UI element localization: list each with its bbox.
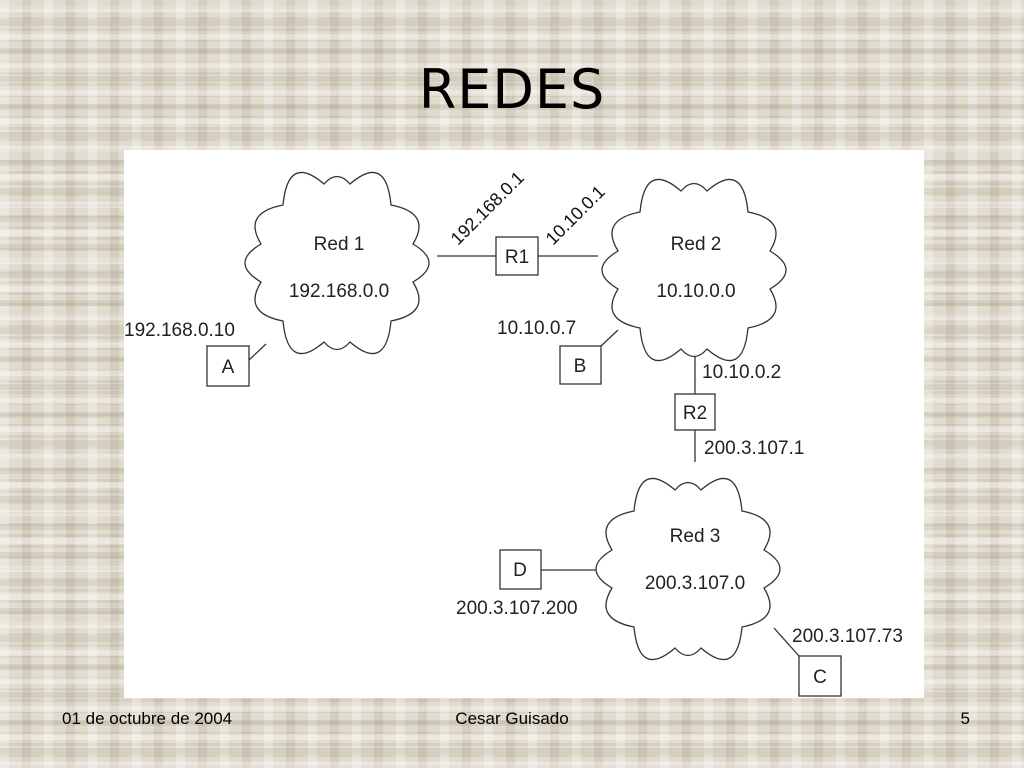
link-red2-host-b (600, 329, 619, 347)
slide-title: REDES (418, 58, 606, 121)
host-c: C 200.3.107.73 (792, 626, 903, 697)
diagram-canvas: Red 1 192.168.0.0 Red 2 10.10.0.0 Red 3 … (124, 167, 903, 697)
host-d: D 200.3.107.200 (456, 549, 578, 619)
link-red3-host-c (773, 627, 800, 657)
red-1-name: Red 1 (314, 234, 365, 255)
r2-interface-red2-ip: 10.10.0.2 (702, 362, 781, 383)
footer-author: Cesar Guisado (455, 709, 569, 728)
host-b: B 10.10.0.7 (497, 318, 602, 385)
red-3-address: 200.3.107.0 (645, 573, 745, 594)
cloud-red-3: Red 3 200.3.107.0 (595, 477, 781, 661)
red-3-name: Red 3 (670, 526, 721, 547)
router-r1-label: R1 (505, 247, 529, 268)
host-c-label: C (813, 667, 827, 688)
red-2-address: 10.10.0.0 (656, 281, 735, 302)
red-1-address: 192.168.0.0 (289, 281, 389, 302)
host-d-ip: 200.3.107.200 (456, 598, 578, 619)
footer-date: 01 de octubre de 2004 (62, 709, 233, 728)
host-a-ip: 192.168.0.10 (124, 320, 235, 341)
host-d-label: D (513, 560, 527, 581)
r1-interface-red2-ip: 10.10.0.1 (542, 182, 609, 249)
host-b-label: B (574, 356, 587, 377)
host-a: A 192.168.0.10 (124, 320, 250, 387)
host-a-label: A (222, 357, 235, 378)
cloud-red-1: Red 1 192.168.0.0 (244, 171, 430, 355)
cloud-red-2: Red 2 10.10.0.0 (601, 178, 787, 362)
router-r1: R1 (495, 236, 539, 276)
host-c-ip: 200.3.107.73 (792, 626, 903, 647)
network-diagram: Red 1 192.168.0.0 Red 2 10.10.0.0 Red 3 … (124, 150, 924, 698)
footer-page-number: 5 (960, 709, 970, 728)
router-r2: R2 (674, 393, 716, 431)
router-r2-label: R2 (683, 403, 707, 424)
link-red1-host-a (248, 343, 267, 361)
r2-interface-red3-ip: 200.3.107.1 (704, 438, 804, 459)
host-b-ip: 10.10.0.7 (497, 318, 576, 339)
red-2-name: Red 2 (671, 234, 722, 255)
